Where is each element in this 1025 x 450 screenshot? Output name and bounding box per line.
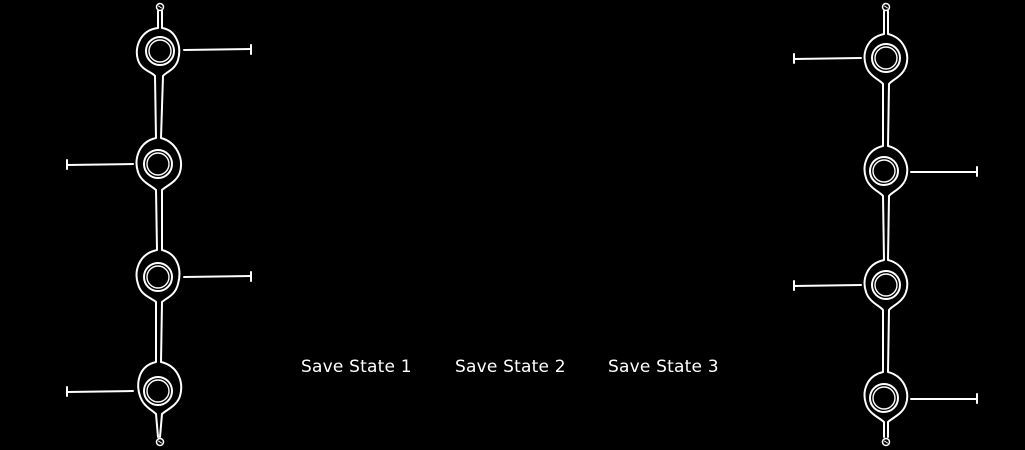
- left-memory-slot-1[interactable]: [145, 36, 252, 66]
- right-rail-wire: [863, 10, 885, 438]
- left-rail-wire-inner: [159, 10, 183, 438]
- save-state-bar: Save State 1 Save State 2 Save State 3: [0, 352, 1025, 382]
- save-state-2-button[interactable]: Save State 2: [455, 352, 566, 382]
- right-rail-bottom-terminal: [881, 437, 891, 447]
- right-memory-slot-1[interactable]: [793, 43, 901, 73]
- right-rail-top-terminal: [881, 2, 891, 12]
- right-rail-wire-inner: [887, 10, 909, 438]
- save-state-3-button[interactable]: Save State 3: [608, 352, 719, 382]
- left-rail-bottom-terminal: [155, 437, 165, 447]
- left-memory-rail: [66, 2, 252, 447]
- right-memory-rail: [793, 2, 978, 447]
- right-memory-slot-2[interactable]: [869, 156, 978, 186]
- left-memory-slot-3[interactable]: [143, 262, 252, 292]
- left-rail-top-terminal: [155, 2, 165, 12]
- left-rail-wire: [135, 10, 159, 438]
- save-state-1-button[interactable]: Save State 1: [301, 352, 412, 382]
- left-memory-slot-4[interactable]: [66, 376, 173, 406]
- right-memory-slot-4[interactable]: [869, 383, 978, 413]
- right-memory-slot-3[interactable]: [793, 270, 901, 300]
- left-memory-slot-2[interactable]: [66, 149, 173, 179]
